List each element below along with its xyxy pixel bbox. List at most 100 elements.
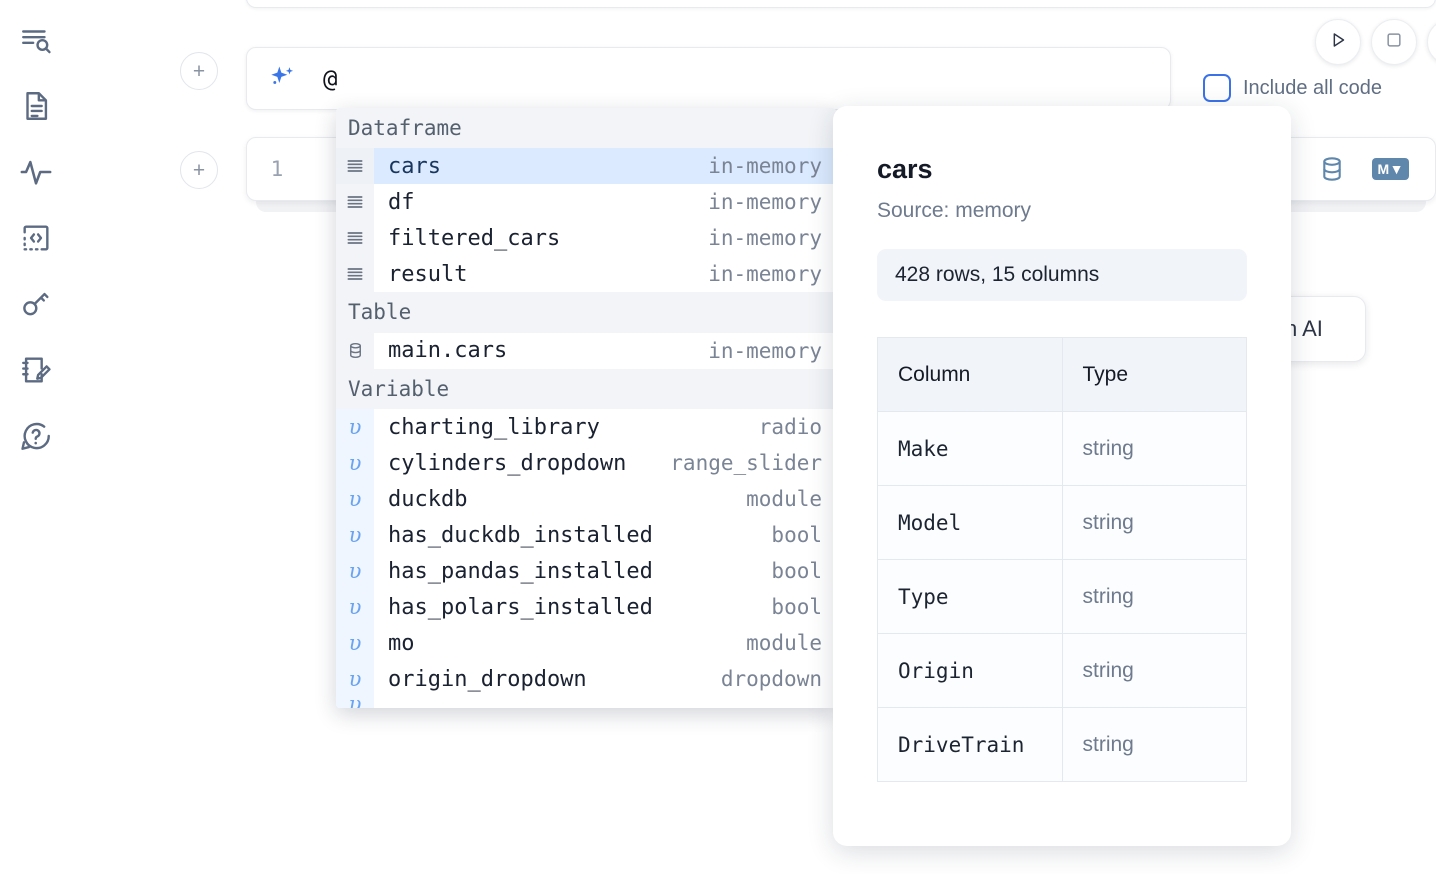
autocomplete-section-header: Dataframe — [336, 108, 836, 149]
include-all-code-label: Include all code — [1243, 76, 1382, 99]
autocomplete-item-name: mo — [388, 630, 415, 656]
line-number: 1 — [270, 157, 284, 181]
include-all-code-row: Include all code — [1203, 74, 1382, 102]
autocomplete-item-meta: bool — [771, 523, 822, 548]
info-panel-title: cars — [877, 154, 933, 184]
autocomplete-item-name: origin_dropdown — [388, 666, 587, 692]
more-actions-button[interactable] — [1427, 19, 1436, 65]
dataframe-info-panel: cars Source: memory 428 rows, 15 columns… — [833, 106, 1291, 846]
sidebar-item-secrets[interactable] — [14, 282, 58, 326]
autocomplete-item-meta: in-memory — [708, 262, 822, 287]
plus-icon: + — [192, 59, 206, 83]
autocomplete-item-name: has_duckdb_installed — [388, 522, 653, 548]
markdown-icon[interactable]: M▼ — [1372, 158, 1409, 180]
play-icon — [1327, 29, 1349, 56]
autocomplete-item-name: main.cars — [388, 338, 508, 364]
autocomplete-item-body: cars in-memory — [374, 148, 836, 185]
add-cell-button-bottom[interactable]: + — [180, 151, 218, 189]
autocomplete-item-meta: dropdown — [720, 667, 822, 692]
autocomplete-item[interactable]: cars in-memory — [336, 148, 836, 185]
autocomplete-item-meta: in-memory — [708, 226, 822, 251]
generate-with-ai-label: h AI — [1285, 316, 1323, 341]
sidebar-item-scratchpad[interactable] — [14, 348, 58, 392]
variable-icon: υ — [336, 553, 374, 590]
schema-column-name: Model — [877, 485, 1063, 560]
autocomplete-item[interactable]: main.cars in-memory — [336, 332, 836, 369]
dataframe-icon — [336, 220, 374, 257]
cell-toolbar: M▼ — [1318, 155, 1435, 183]
variable-icon: υ — [336, 409, 374, 446]
variable-icon: υ — [336, 517, 374, 554]
sparkle-icon — [265, 62, 299, 96]
sidebar-item-file-explorer[interactable] — [14, 84, 58, 128]
sidebar-item-outline-search[interactable] — [14, 18, 58, 62]
autocomplete-item-name: has_pandas_installed — [388, 558, 653, 584]
autocomplete-item-meta: in-memory — [708, 154, 822, 179]
autocomplete-item-name: cars — [388, 153, 441, 179]
database-icon[interactable] — [1318, 155, 1346, 183]
run-cell-button[interactable] — [1315, 19, 1361, 65]
autocomplete-item-body — [374, 697, 836, 708]
schema-column-name: Make — [877, 411, 1063, 486]
autocomplete-item-body: result in-memory — [374, 256, 836, 292]
autocomplete-item-meta: radio — [758, 415, 822, 440]
add-cell-button-top[interactable]: + — [180, 52, 218, 90]
sidebar-item-help[interactable] — [14, 414, 58, 458]
autocomplete-item[interactable]: υ has_duckdb_installed bool — [336, 517, 836, 554]
dataframe-icon — [336, 148, 374, 185]
autocomplete-section-header: Variable — [336, 368, 836, 410]
info-panel-stats: 428 rows, 15 columns — [877, 249, 1247, 301]
sidebar-item-activity[interactable] — [14, 150, 58, 194]
autocomplete-item-body: origin_dropdown dropdown — [374, 661, 836, 697]
snippets-icon — [19, 221, 53, 255]
variable-icon: υ — [336, 481, 374, 518]
variable-icon: υ — [336, 697, 374, 708]
sidebar-item-snippets[interactable] — [14, 216, 58, 260]
stop-cell-button[interactable] — [1371, 19, 1417, 65]
dataframe-icon — [336, 256, 374, 293]
autocomplete-item-meta: in-memory — [708, 338, 822, 363]
autocomplete-item[interactable]: result in-memory — [336, 256, 836, 293]
autocomplete-item-name: result — [388, 261, 468, 287]
cell-above-partial — [246, 0, 1436, 8]
autocomplete-section-header: Table — [336, 292, 836, 333]
dataframe-icon — [336, 184, 374, 221]
autocomplete-item-name: cylinders_dropdown — [388, 450, 627, 476]
markdown-badge-letter: M — [1377, 161, 1390, 177]
autocomplete-item-partial[interactable]: υ — [336, 697, 836, 708]
table-database-icon — [336, 332, 374, 369]
secrets-key-icon — [19, 287, 53, 321]
schema-table-header-cell: Type — [1061, 337, 1247, 412]
autocomplete-item-body: has_duckdb_installed bool — [374, 517, 836, 553]
schema-column-type: string — [1061, 411, 1247, 486]
variable-icon: υ — [336, 445, 374, 482]
schema-column-type: string — [1061, 485, 1247, 560]
scratchpad-icon — [19, 353, 53, 387]
autocomplete-item-meta: in-memory — [708, 190, 822, 215]
activity-icon — [19, 155, 53, 189]
ai-prompt-input[interactable] — [321, 58, 1152, 99]
schema-column-type: string — [1061, 707, 1247, 782]
include-all-code-checkbox[interactable] — [1203, 74, 1231, 102]
